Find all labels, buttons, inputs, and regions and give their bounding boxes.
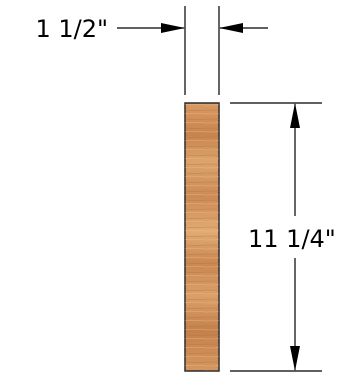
width-arrow-right (219, 23, 243, 33)
width-dimension (117, 6, 268, 95)
height-arrow-bottom (290, 346, 300, 371)
width-arrow-left (161, 23, 185, 33)
width-label: 1 1/2" (35, 15, 108, 43)
height-label: 11 1/4" (248, 225, 336, 253)
wood-board (184, 102, 220, 372)
height-arrow-top (290, 103, 300, 128)
